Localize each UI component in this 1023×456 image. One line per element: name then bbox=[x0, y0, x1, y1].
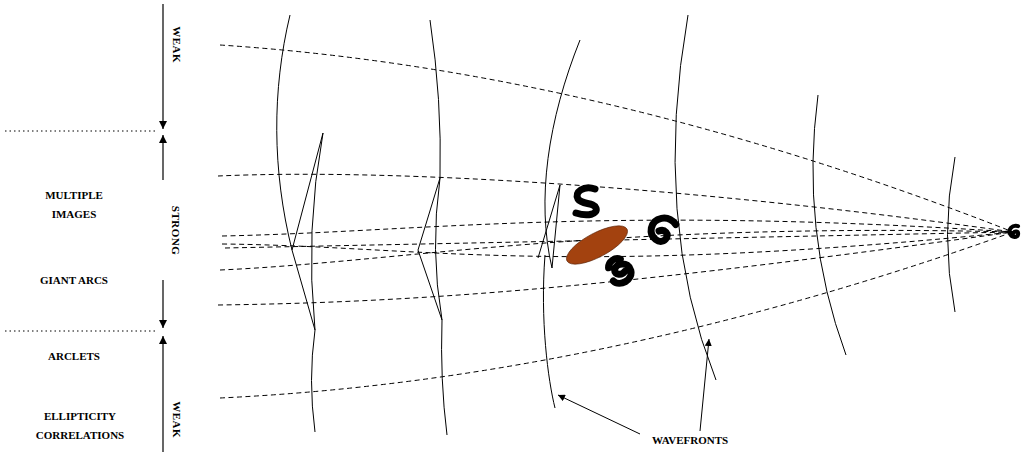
regime-label: WEAK bbox=[169, 402, 182, 439]
wavefronts bbox=[277, 15, 955, 435]
regime-label: WEAK bbox=[169, 27, 182, 64]
galaxy-images bbox=[576, 188, 1018, 286]
regime-divider bbox=[5, 131, 158, 331]
light-rays bbox=[218, 45, 1013, 398]
regime-example: GIANT ARCS bbox=[14, 271, 134, 290]
wavefront-label: WAVEFRONTS bbox=[652, 431, 728, 450]
regime-example: ELLIPTICITY CORRELATIONS bbox=[13, 407, 147, 446]
regime-example: ARCLETS bbox=[14, 347, 134, 366]
regime-scale bbox=[162, 4, 163, 452]
leader-arrows bbox=[558, 339, 709, 434]
regime-example: MULTIPLE IMAGES bbox=[28, 186, 120, 225]
regime-label: STRONG bbox=[169, 206, 182, 255]
